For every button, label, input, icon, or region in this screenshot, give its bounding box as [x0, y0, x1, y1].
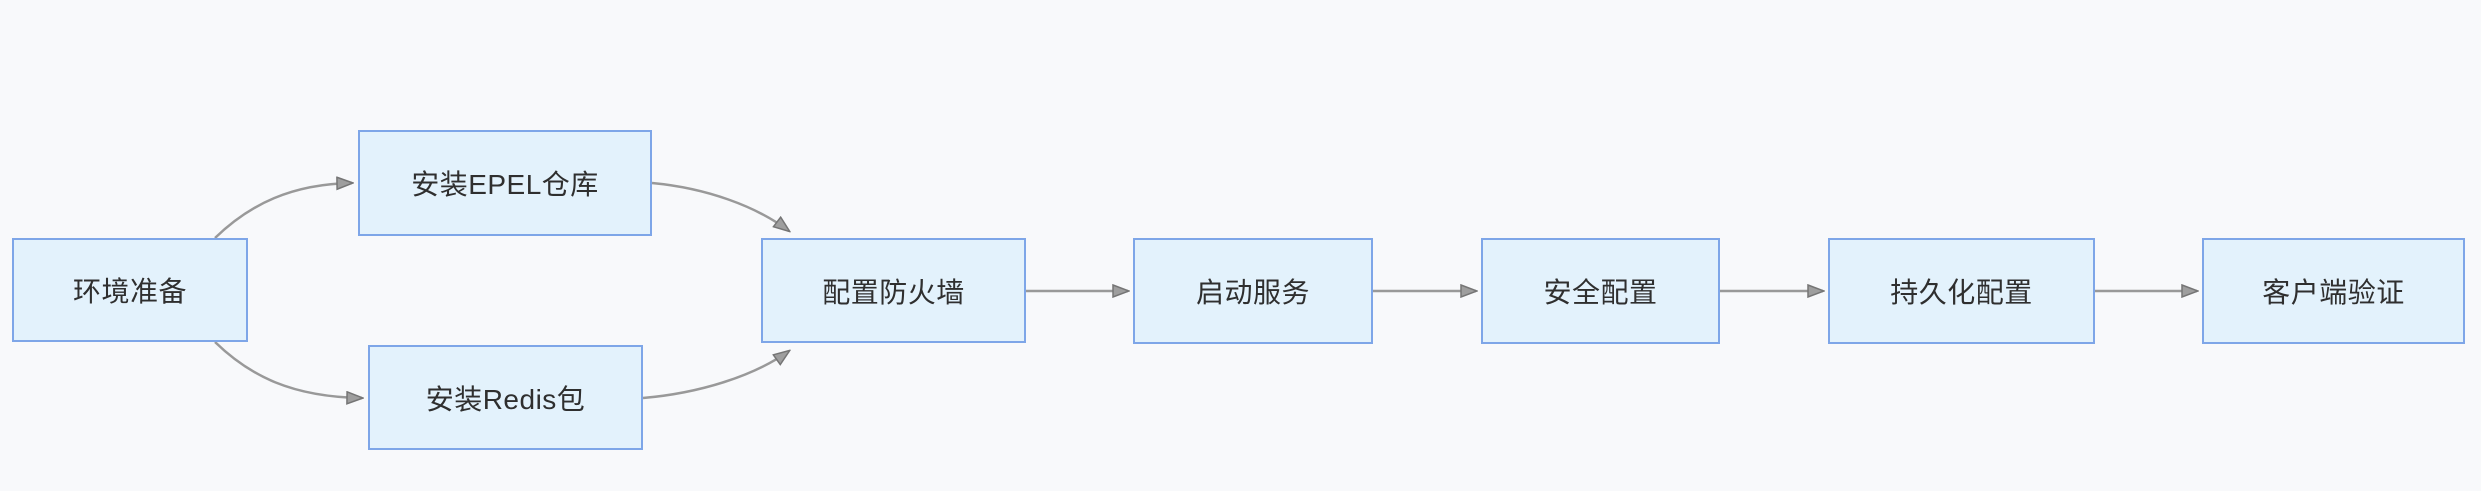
node-persistence-configuration: 持久化配置 — [1828, 238, 2095, 344]
node-security-configuration: 安全配置 — [1481, 238, 1720, 344]
node-client-verification: 客户端验证 — [2202, 238, 2465, 344]
node-label: 安装EPEL仓库 — [411, 169, 599, 200]
node-label: 配置防火墙 — [822, 276, 965, 308]
node-configure-firewall: 配置防火墙 — [761, 238, 1026, 343]
node-label: 启动服务 — [1195, 277, 1310, 308]
edge-env-to-redis — [214, 341, 362, 398]
node-label: 客户端验证 — [2262, 277, 2405, 308]
node-install-epel-repo: 安装EPEL仓库 — [358, 130, 652, 236]
node-start-service: 启动服务 — [1133, 238, 1373, 344]
node-environment-preparation: 环境准备 — [12, 238, 248, 342]
node-label: 安装Redis包 — [425, 383, 586, 415]
edge-env-to-epel — [214, 183, 352, 239]
node-label: 安全配置 — [1543, 277, 1658, 308]
node-label: 环境准备 — [72, 276, 187, 307]
node-label: 持久化配置 — [1890, 277, 2033, 308]
node-install-redis-package: 安装Redis包 — [368, 345, 643, 450]
edge-epel-to-firewall — [651, 181, 789, 231]
edge-redis-to-firewall — [642, 351, 789, 400]
